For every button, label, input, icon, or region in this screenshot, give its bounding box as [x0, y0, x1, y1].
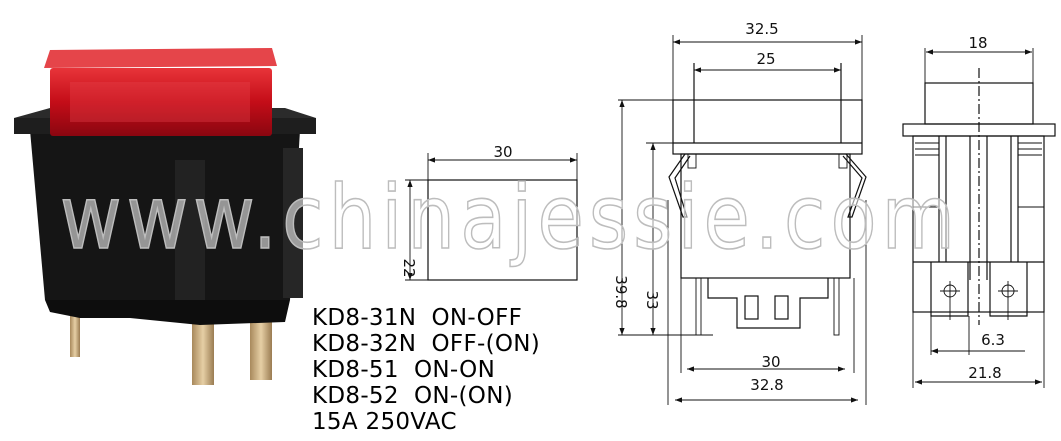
body-inner-width-label: 30 — [761, 353, 780, 371]
cap-outer-width-label: 32.5 — [745, 20, 778, 38]
cutout-height-label: 22 — [400, 258, 418, 277]
red-cap — [50, 68, 272, 136]
terminal-pin — [192, 315, 214, 385]
body-outer-width-label: 32.8 — [750, 376, 783, 394]
side-body-width-label: 21.8 — [968, 364, 1001, 382]
side-view-drawing — [902, 48, 1056, 388]
switch-photo — [14, 48, 316, 385]
model-line: KD8-32N OFF-(ON) — [312, 331, 541, 357]
terminal-pin — [70, 295, 80, 357]
body-height-label: 33 — [643, 290, 661, 309]
model-line: KD8-31N ON-OFF — [312, 305, 523, 331]
side-cap-width-label: 18 — [968, 34, 987, 52]
terminal-pitch-label: 6.3 — [981, 331, 1005, 349]
rating-line: 15A 250VAC — [312, 409, 457, 435]
model-line: KD8-51 ON-ON — [312, 357, 496, 383]
cap-inner-width-label: 25 — [756, 50, 775, 68]
panel-cutout-drawing — [405, 153, 578, 281]
watermark: www.chinajessie.com — [60, 166, 960, 269]
model-list: KD8-31N ON-OFF KD8-32N OFF-(ON) KD8-51 O… — [312, 305, 540, 435]
cutout-width-label: 30 — [493, 143, 512, 161]
front-view-drawing — [618, 35, 867, 405]
total-height-label: 39.8 — [612, 275, 630, 308]
model-line: KD8-52 ON-(ON) — [312, 383, 513, 409]
